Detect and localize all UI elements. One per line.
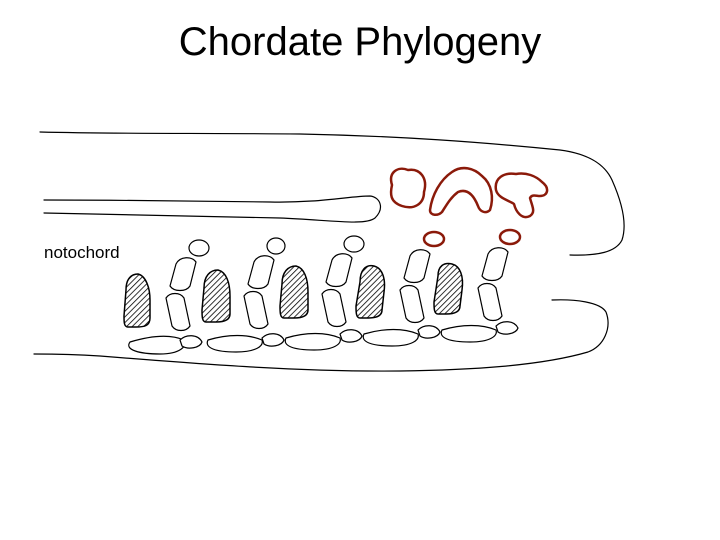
skeletal-segment-2 [206, 237, 286, 353]
neural-lobe-3 [494, 172, 549, 219]
skeletal-segment-4 [362, 249, 441, 347]
skeletal-segment-3 [284, 235, 365, 351]
neural-lobe-1 [389, 167, 427, 209]
body-outline-lower [33, 299, 609, 372]
notochord-label: notochord [44, 243, 120, 262]
muscle-block-2 [201, 269, 231, 323]
slide-title: Chordate Phylogeny [178, 20, 542, 64]
neural-ganglion-2 [498, 228, 522, 246]
neural-ganglion-1 [422, 230, 446, 248]
dorsal-fin-outline [43, 195, 382, 223]
muscle-block-4 [355, 264, 386, 319]
muscle-block-3 [279, 265, 309, 319]
muscle-block-5 [433, 262, 464, 315]
skeletal-segment-1 [128, 239, 210, 355]
neural-lobe-2 [428, 166, 494, 216]
body-outline-upper [39, 131, 625, 256]
muscle-block-1 [123, 273, 151, 328]
skeletal-segment-5 [440, 247, 519, 343]
